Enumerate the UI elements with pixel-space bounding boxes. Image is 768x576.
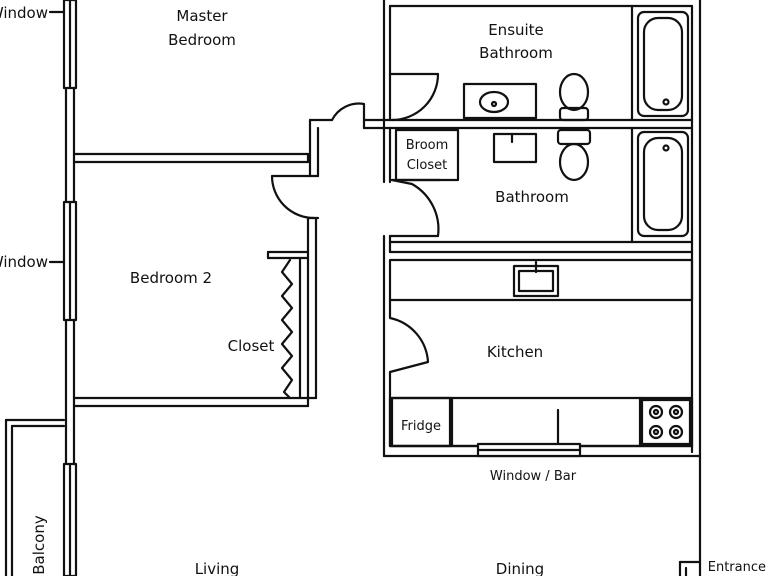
master-bedroom-label-line2: Bedroom xyxy=(168,31,236,49)
kitchen-counter-top xyxy=(388,258,694,302)
hall-wall-upper xyxy=(308,118,334,178)
closet-shelf xyxy=(266,250,310,400)
window-bar xyxy=(476,442,582,458)
closet-bifold-door xyxy=(280,258,294,400)
entrance-door xyxy=(678,560,702,576)
bathroom-sink xyxy=(492,132,538,164)
balcony-label: Balcony xyxy=(30,515,48,575)
kitchen-sink xyxy=(512,260,560,298)
dining-label: Dining xyxy=(496,560,544,576)
bathroom-door xyxy=(388,178,440,238)
master-bedroom-door xyxy=(330,102,366,130)
kitchen-label: Kitchen xyxy=(487,343,543,361)
master-bedroom-label-line1: Master xyxy=(176,7,228,25)
living-label: Living xyxy=(195,560,240,576)
window-bar-label: Window / Bar xyxy=(490,469,577,484)
window-middle xyxy=(48,200,78,322)
fridge-label: Fridge xyxy=(401,419,441,434)
hall-wall-lower xyxy=(306,216,320,408)
window-label-top: Window xyxy=(0,4,48,22)
stove xyxy=(640,398,692,446)
bathroom-toilet xyxy=(556,128,592,182)
bathroom-label: Bathroom xyxy=(495,188,569,206)
bedroom2-door xyxy=(270,174,316,220)
fridge xyxy=(390,396,452,448)
bedroom2-label: Bedroom 2 xyxy=(130,269,212,287)
window-top xyxy=(48,0,78,90)
window-label-middle: Window xyxy=(0,253,48,271)
ensuite-label-line1: Ensuite xyxy=(488,21,544,39)
ensuite-label-line2: Bathroom xyxy=(479,44,553,62)
entrance-label: Entrance xyxy=(708,560,766,575)
window-bottom xyxy=(62,462,78,576)
ensuite-bathtub xyxy=(636,10,690,118)
balcony-railing xyxy=(4,418,66,576)
right-block-walls xyxy=(362,0,702,576)
bedroom2-bottom-wall xyxy=(72,396,318,408)
bathroom-bathtub xyxy=(636,130,690,238)
kitchen-door xyxy=(388,298,430,374)
ensuite-toilet xyxy=(558,72,590,122)
closet-label: Closet xyxy=(228,337,275,355)
master-bedroom-wall xyxy=(72,152,310,164)
ensuite-vanity xyxy=(462,82,538,120)
ensuite-door xyxy=(388,72,440,122)
broom-closet-label-line2: Closet xyxy=(407,158,448,173)
broom-closet-label-line1: Broom xyxy=(406,138,449,153)
